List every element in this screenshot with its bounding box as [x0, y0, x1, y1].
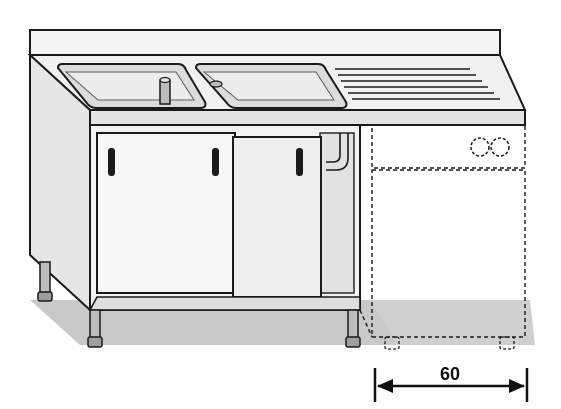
leg-front-right-foot [345, 336, 361, 348]
drain-right [209, 80, 223, 88]
width-dimension [373, 368, 529, 402]
dimension-label: 60 [440, 364, 460, 384]
drainboard-grooves [335, 68, 500, 100]
leg-back-left-foot [37, 291, 53, 302]
door-handle-1 [108, 148, 115, 176]
cabinet-legs [37, 261, 361, 348]
leg-front-right [347, 309, 359, 341]
leg-front-left-foot [87, 336, 103, 348]
dimension-arrow-left [377, 379, 393, 393]
siphon-pipe [326, 133, 341, 163]
knob-left [470, 137, 490, 157]
door-handle-2 [212, 148, 219, 176]
leg-front-left [89, 309, 101, 341]
sliding-door-right [232, 136, 322, 298]
bottom-shelf [88, 296, 361, 311]
dishwasher-door [371, 169, 526, 338]
dishwasher-feet [384, 336, 515, 350]
dishwasher-foot-right [499, 336, 515, 350]
dishwasher-knobs [470, 137, 510, 157]
floor-shadow [30, 300, 400, 345]
floor-shadow-right [370, 300, 535, 345]
dimension-arrow-right [509, 379, 525, 393]
leg-back-left [39, 261, 51, 297]
drain-pipe-left [159, 79, 171, 105]
siphon-pipe-outer [326, 133, 349, 171]
door-handle-3 [296, 148, 303, 176]
backsplash [29, 29, 501, 56]
knob-right [490, 137, 510, 157]
dishwasher-foot-left [384, 336, 400, 350]
worktop-front-edge [89, 109, 526, 126]
sink-bowl-right-inner [202, 71, 335, 101]
dishwasher-control-panel [371, 124, 526, 169]
dishwasher-outline [359, 124, 526, 338]
dishwasher-side-edge [359, 309, 373, 338]
drain-pipe-left-top [159, 76, 171, 84]
cabinet-interior [319, 132, 355, 294]
